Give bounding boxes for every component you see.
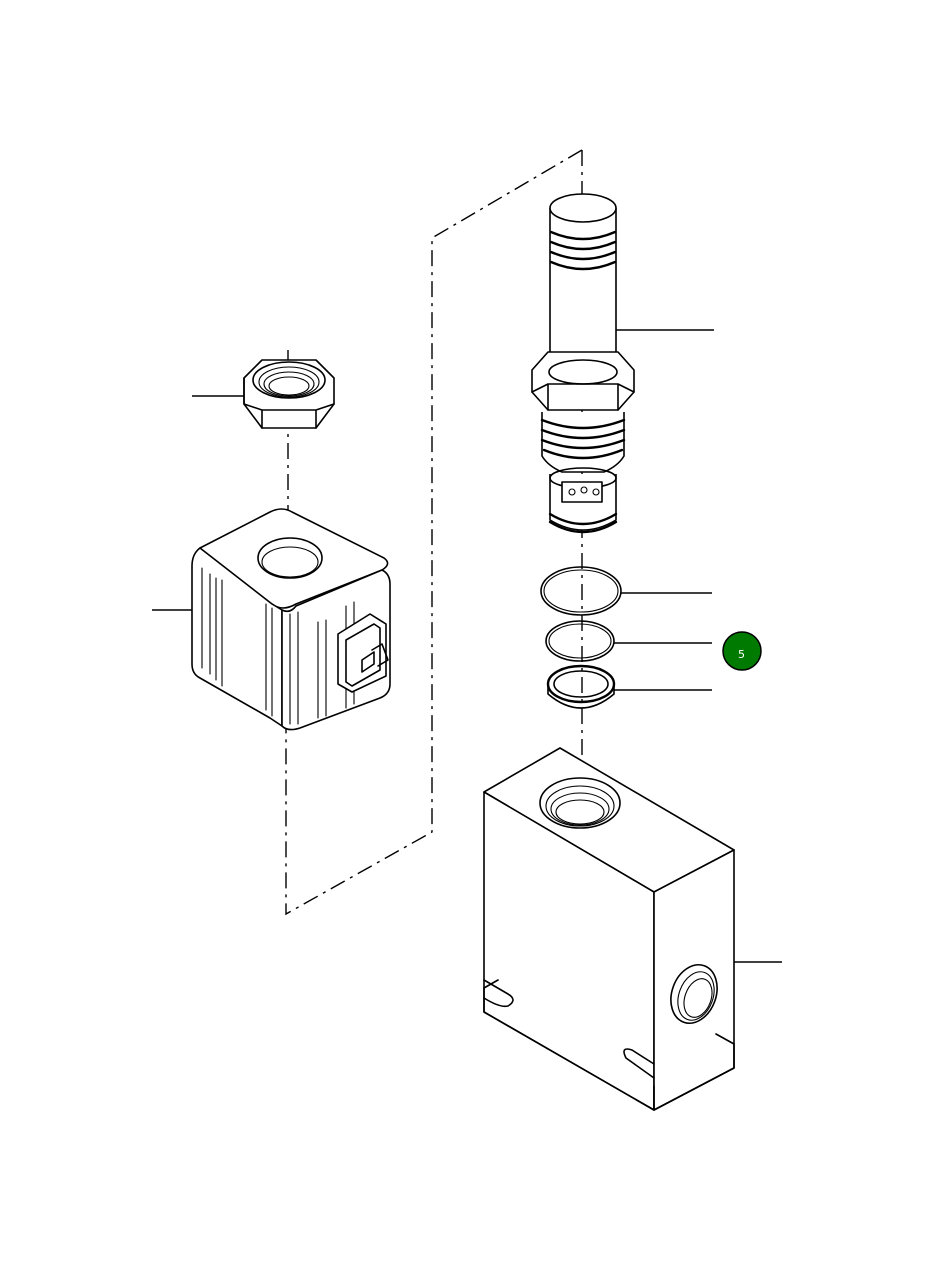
hex-nut-thread-3 (268, 376, 310, 396)
cartridge-spool-hole-3 (592, 488, 600, 496)
cartridge-spool-hole-2 (580, 486, 588, 494)
block-side-port-thread-2 (683, 978, 713, 1018)
coil-right-face (281, 569, 391, 731)
cartridge-hex-top-ring (548, 359, 618, 385)
block-slot-right (623, 1048, 655, 1079)
o-ring-large-part[interactable] (540, 566, 712, 616)
backup-ring-side (547, 683, 615, 709)
solenoid-coil-part[interactable] (152, 508, 391, 731)
hex-nut-bore (252, 361, 326, 399)
cartridge-tube-grooves (549, 230, 617, 271)
o-ring-small-part[interactable] (545, 620, 712, 662)
coil-center-bore (257, 537, 323, 579)
block-side-port-thread-1 (677, 971, 715, 1021)
valve-body-block-part[interactable] (483, 747, 782, 1111)
cartridge-thread-lines (540, 418, 626, 460)
hex-nut-thread-2 (263, 371, 315, 397)
coil-right-ribs (289, 601, 355, 725)
block-slot-left (483, 979, 514, 1008)
block-top-bore-thread-1 (545, 785, 615, 827)
callout-circle (722, 631, 762, 671)
valve-cartridge-part[interactable] (531, 193, 714, 534)
block-top-bore-thread-3 (555, 799, 605, 825)
cartridge-tube-top (549, 193, 617, 223)
cartridge-spool-hole-1 (568, 488, 576, 496)
coil-connector-housing (337, 613, 387, 693)
hex-nut-edges (243, 377, 335, 429)
block-right-face (653, 849, 735, 1111)
o-ring-small-outer (545, 620, 615, 662)
backup-ring-inner (553, 670, 609, 698)
callout-label: 5 (738, 648, 745, 661)
block-top-bore (539, 777, 621, 829)
block-top-bore-thread-2 (550, 792, 610, 826)
cartridge-thread-body (541, 412, 625, 473)
hex-nut-thread-1 (258, 366, 320, 398)
o-ring-large-inner (543, 569, 619, 613)
backup-ring-part[interactable] (546, 664, 712, 709)
assembly-path-line (285, 149, 583, 916)
o-ring-small-inner (548, 623, 612, 659)
cartridge-tube (549, 208, 617, 373)
o-ring-large-outer (540, 566, 622, 616)
block-side-port (670, 964, 718, 1024)
callout-badge-5[interactable]: 5 (722, 631, 762, 671)
hex-nut-part[interactable] (192, 359, 335, 429)
coil-connector-details (345, 623, 389, 687)
coil-center-bore-inner (261, 546, 319, 578)
cartridge-spool-seal (548, 512, 618, 534)
coil-left-ribs (201, 567, 273, 717)
coil-left-face (191, 547, 283, 727)
